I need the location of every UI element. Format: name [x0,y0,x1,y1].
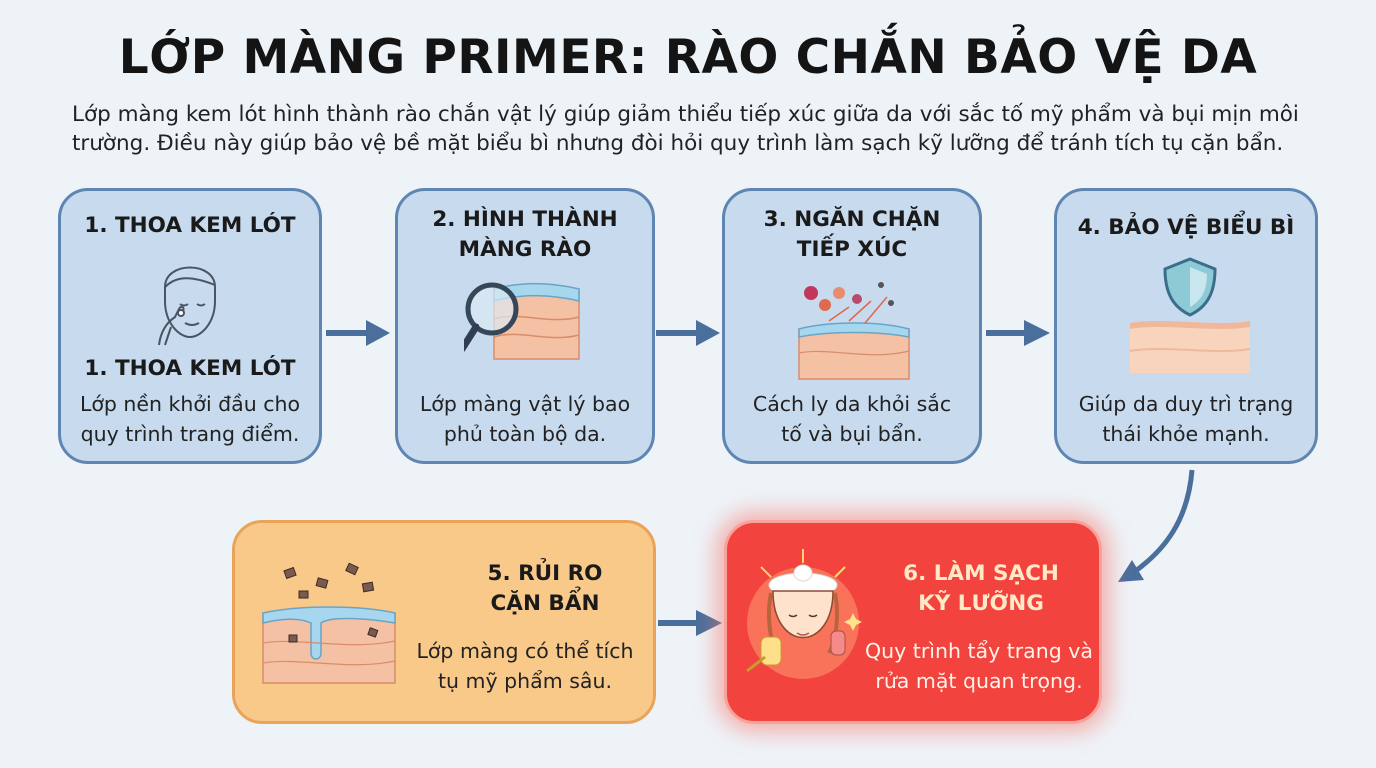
shield-skin-icon [1129,257,1251,373]
step-3-desc-line-1: Cách ly da khỏi sắc [752,392,952,416]
arrow-step4-to-step6 [1118,469,1195,582]
step-4-desc-line-1: Giúp da duy trì trạng [1078,392,1294,416]
step-5-desc-line-1: Lớp màng có thể tích [416,639,634,663]
step-3-title: 3. NGĂN CHẶN TIẾP XÚC [725,205,979,265]
step-6-desc-line-2: rửa mặt quan trọng. [875,669,1083,693]
particles-blocked-icon [798,282,910,380]
step-2-desc-line-1: Lớp màng vật lý bao [419,392,631,416]
step-1-description: Lớp nền khởi đầu cho quy trình trang điể… [61,389,319,449]
step-4-title: 4. BẢO VỆ BIỂU BÌ [1077,215,1295,240]
step-6-title: 6. LÀM SẠCH KỸ LƯỠNG [863,559,1099,619]
page-title: LỚP MÀNG PRIMER: RÀO CHẮN BẢO VỆ DA [118,30,1258,85]
step-1-subtitle: 1. THOA KEM LÓT [84,356,296,381]
step-5-description: Lớp màng có thể tích tụ mỹ phẩm sâu. [395,636,655,696]
arrow-step5-to-step6 [658,610,722,636]
step-5-desc-line-2: tụ mỹ phẩm sâu. [438,669,612,693]
step-1-card: 1. THOA KEM LÓT 1. THOA KEM LÓT Lớp nền … [58,188,322,464]
step-3-title-line-1: 3. NGĂN CHẶN [763,207,941,232]
arrow-step1-to-step2 [326,320,390,346]
step-3-description: Cách ly da khỏi sắc tố và bụi bẩn. [725,389,979,449]
step-2-title: 2. HÌNH THÀNH MÀNG RÀO [398,205,652,265]
clogged-skin-icon [262,562,396,684]
step-5-title-line-2: CẶN BẨN [490,591,600,616]
face-washing-icon [746,549,862,679]
step-4-description: Giúp da duy trì trạng thái khỏe mạnh. [1057,389,1315,449]
step-2-description: Lớp màng vật lý bao phủ toàn bộ da. [398,389,652,449]
magnifier-skin-layer-icon [464,282,580,360]
step-5-card: 5. RỦI RO CẶN BẨN Lớp màng có thể tích t… [232,520,656,724]
step-3-desc-line-2: tố và bụi bẩn. [781,422,923,446]
step-6-description: Quy trình tẩy trang và rửa mặt quan trọn… [857,636,1101,696]
page-subtitle: Lớp màng kem lót hình thành rào chắn vật… [72,100,1322,158]
step-2-title-line-2: MÀNG RÀO [458,237,592,262]
step-4-card: 4. BẢO VỆ BIỂU BÌ Giúp da duy trì trạng … [1054,188,1318,464]
step-6-desc-line-1: Quy trình tẩy trang và [865,639,1093,663]
subtitle-line-1: Lớp màng kem lót hình thành rào chắn vật… [72,102,1299,127]
step-2-title-line-1: 2. HÌNH THÀNH [432,207,618,232]
step-1-title: 1. THOA KEM LÓT [84,213,296,238]
arrow-step3-to-step4 [986,320,1050,346]
step-6-title-line-2: KỸ LƯỠNG [918,591,1044,616]
step-1-desc-line-2: quy trình trang điểm. [80,422,300,446]
step-5-title: 5. RỦI RO CẶN BẨN [455,559,635,619]
step-5-title-line-1: 5. RỦI RO [487,561,603,586]
step-6-title-line-1: 6. LÀM SẠCH [903,561,1059,586]
step-4-desc-line-2: thái khỏe mạnh. [1102,422,1270,446]
step-1-desc-line-1: Lớp nền khởi đầu cho [79,392,301,416]
step-3-card: 3. NGĂN CHẶN TIẾP XÚC Cách ly da khỏi sắ… [722,188,982,464]
step-3-title-line-2: TIẾP XÚC [796,237,908,262]
step-2-desc-line-2: phủ toàn bộ da. [443,422,607,446]
face-applying-cream-icon [158,266,216,346]
step-2-card: 2. HÌNH THÀNH MÀNG RÀO Lớp màng vật lý b… [395,188,655,464]
arrow-step2-to-step3 [656,320,720,346]
subtitle-line-2: trường. Điều này giúp bảo vệ bề mặt biểu… [72,131,1284,156]
step-6-card: 6. LÀM SẠCH KỸ LƯỠNG Quy trình tẩy trang… [724,520,1102,724]
